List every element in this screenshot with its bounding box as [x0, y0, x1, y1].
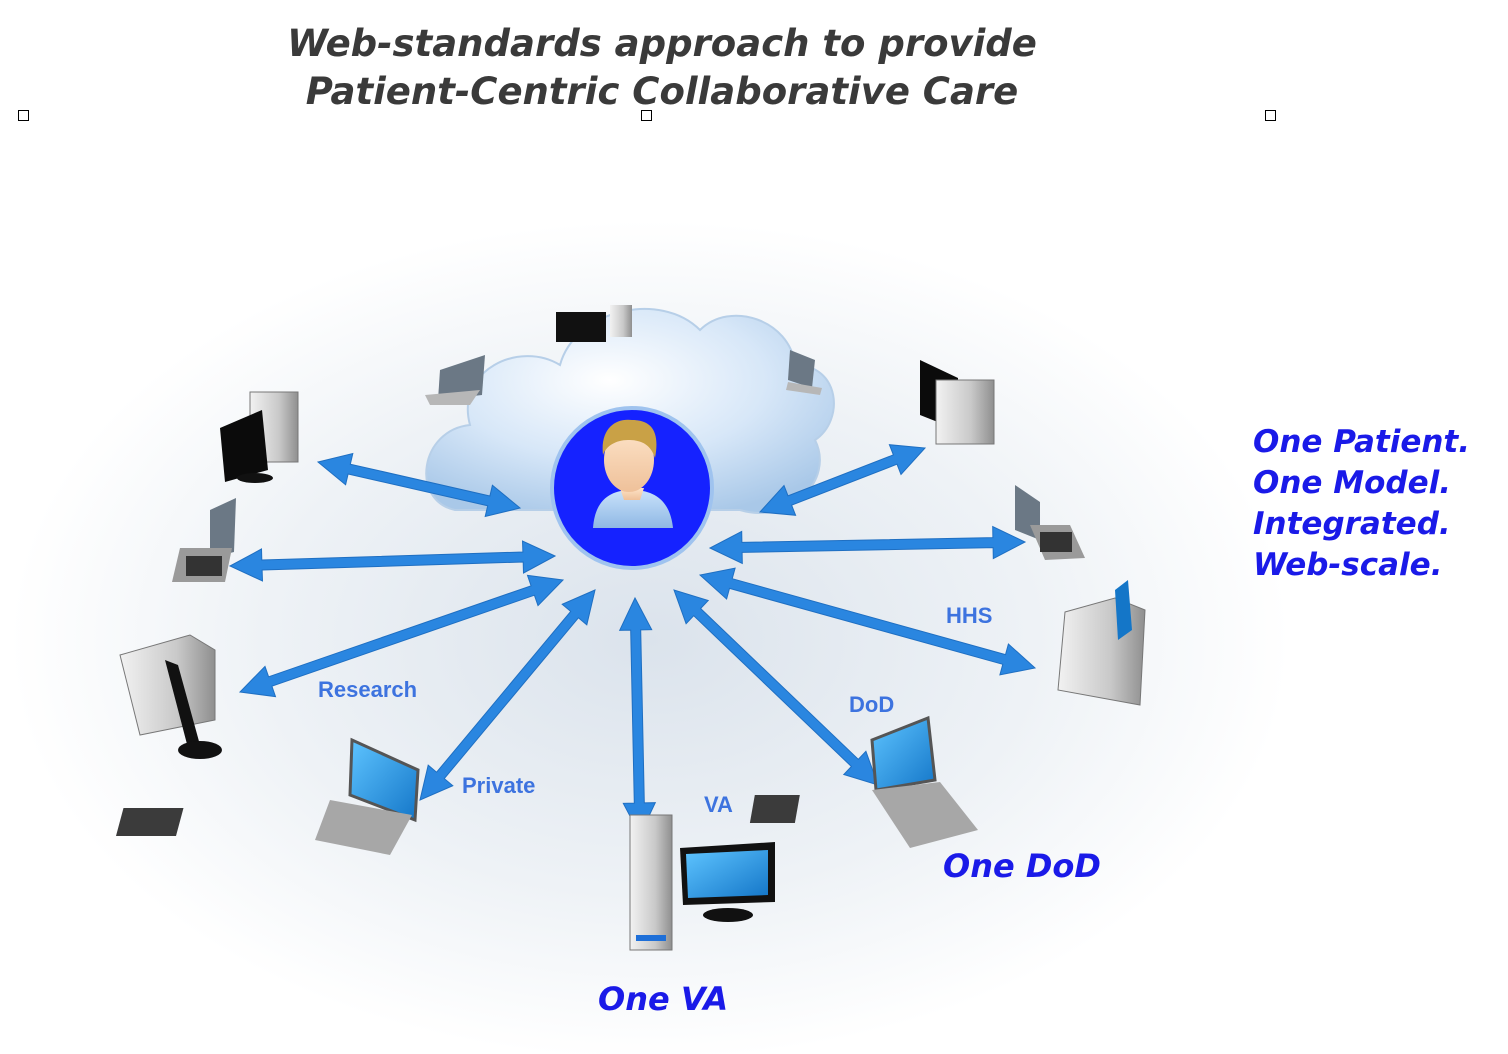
tagline-line-3: Integrated.: [1253, 506, 1451, 542]
callout-one-dod: One DoD: [943, 847, 1101, 885]
connection-arrows: [228, 444, 1037, 837]
desktop-computer-bottom: [629, 814, 775, 951]
label-hhs: HHS: [946, 603, 992, 628]
arrow-to-upper-left: [316, 452, 522, 518]
selection-handle-top-left[interactable]: [18, 110, 29, 121]
laptop-bottom-left: [115, 737, 420, 855]
tagline-line-4: Web-scale.: [1253, 547, 1443, 583]
label-va: VA: [704, 792, 733, 817]
laptop-top-left: [425, 355, 485, 405]
tagline-line-2: One Model.: [1253, 465, 1452, 501]
label-research: Research: [318, 677, 417, 702]
selection-handle-top-right[interactable]: [1265, 110, 1276, 121]
callout-one-va: One VA: [598, 980, 728, 1018]
page-title: Web-standards approach to provide Patien…: [0, 20, 1324, 116]
desktop-computer-upper-right: [920, 360, 995, 445]
laptop-top-right: [786, 350, 822, 395]
tagline: One Patient. One Model. Integrated. Web-…: [1253, 422, 1503, 586]
desktop-computer-upper-left: [220, 391, 299, 483]
title-line-1: Web-standards approach to provide: [287, 22, 1037, 65]
tagline-line-1: One Patient.: [1253, 424, 1471, 460]
laptop-bottom-right: [749, 715, 978, 848]
selection-handle-top-middle[interactable]: [641, 110, 652, 121]
arrow-to-right: [708, 525, 1027, 565]
patient-avatar-icon: [593, 419, 673, 528]
label-private: Private: [462, 773, 535, 798]
arrow-to-lower-left: [238, 574, 565, 698]
arrow-to-hhs: [698, 567, 1037, 676]
title-line-2: Patient-Centric Collaborative Care: [305, 70, 1019, 113]
desktop-computer-lower-right: [1057, 580, 1146, 706]
desktop-computer-lower-left: [119, 634, 222, 759]
laptop-right: [1015, 485, 1085, 560]
arrow-to-left: [228, 540, 557, 582]
arrow-to-private: [419, 589, 596, 801]
desktop-computer-top: [556, 305, 632, 342]
label-dod: DoD: [849, 692, 894, 717]
arrow-to-upper-right: [758, 444, 927, 516]
laptop-left: [172, 498, 236, 582]
patient-hub[interactable]: [550, 406, 714, 570]
